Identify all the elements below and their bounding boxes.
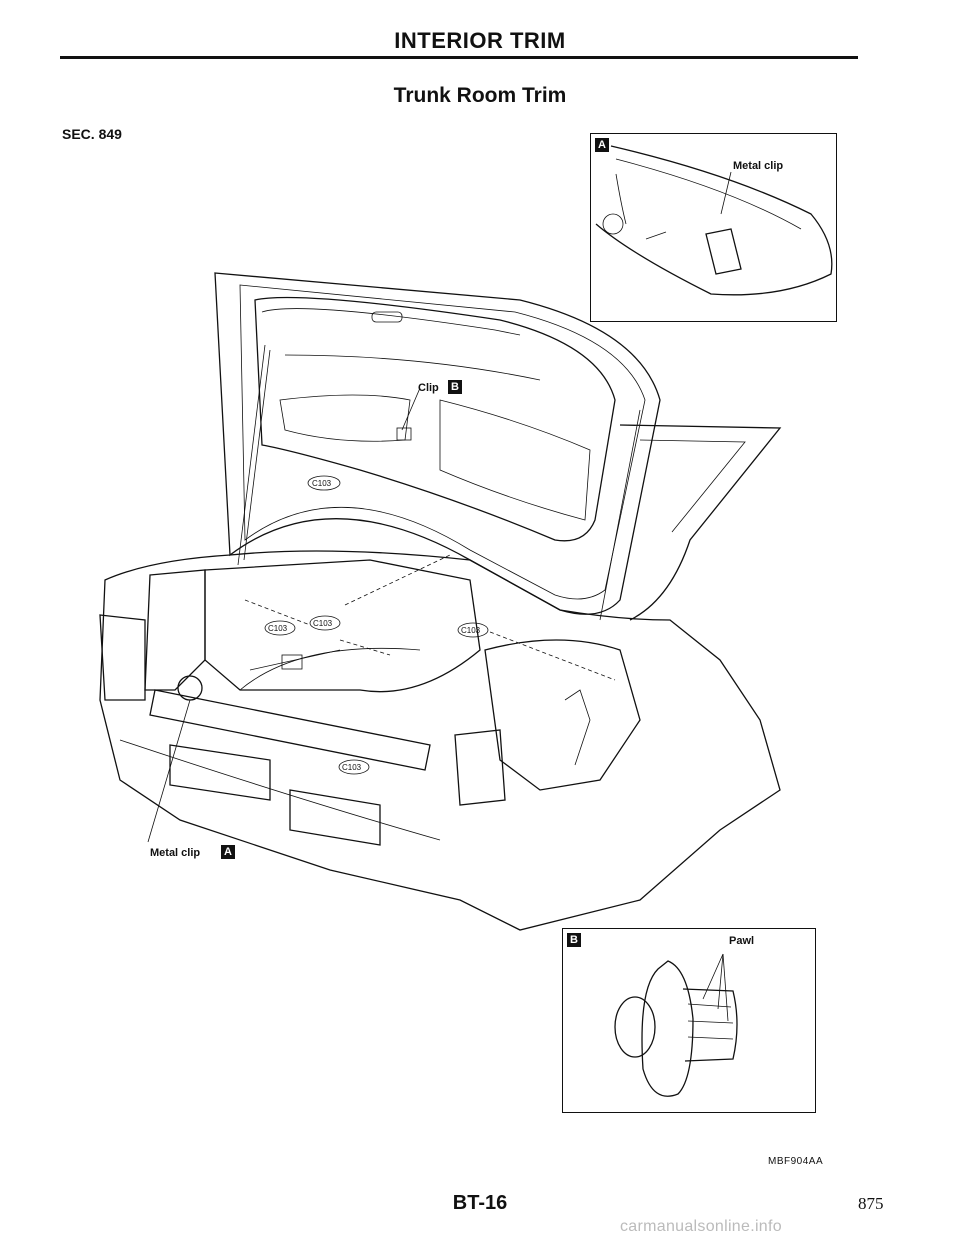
svg-text:C103: C103 bbox=[312, 479, 332, 488]
clip-label: Clip bbox=[418, 382, 439, 394]
section-number: SEC. 849 bbox=[62, 126, 122, 142]
page-number: 875 bbox=[858, 1194, 884, 1213]
svg-text:C103: C103 bbox=[461, 626, 481, 635]
inset-b-pawl-label: Pawl bbox=[729, 935, 755, 947]
inset-b-drawing bbox=[614, 953, 738, 1097]
watermark: carmanualsonline.info bbox=[620, 1218, 782, 1235]
section-title: INTERIOR TRIM bbox=[394, 28, 566, 53]
svg-text:C103: C103 bbox=[313, 619, 333, 628]
page-subtitle: Trunk Room Trim bbox=[393, 84, 567, 107]
inset-b-clip: B Pawl bbox=[562, 928, 816, 1113]
inset-a-metal-clip-label: Metal clip bbox=[733, 160, 784, 172]
svg-text:C103: C103 bbox=[268, 624, 288, 633]
c103-markers: C103 C103 C103 C103 C103 bbox=[264, 475, 489, 775]
page-code: BT-16 bbox=[452, 1192, 508, 1214]
figure-code: MBF904AA bbox=[768, 1156, 824, 1167]
inset-a-drawing bbox=[595, 145, 833, 296]
inset-a-tag: A bbox=[595, 138, 609, 152]
inset-b-tag: B bbox=[567, 933, 581, 947]
clip-b-tag: B bbox=[448, 380, 462, 394]
svg-text:C103: C103 bbox=[342, 763, 362, 772]
header-rule bbox=[60, 56, 858, 59]
metal-clip-label: Metal clip bbox=[150, 847, 201, 859]
inset-a-metal-clip: A Metal clip bbox=[590, 133, 837, 322]
metal-clip-a-tag: A bbox=[221, 845, 235, 859]
